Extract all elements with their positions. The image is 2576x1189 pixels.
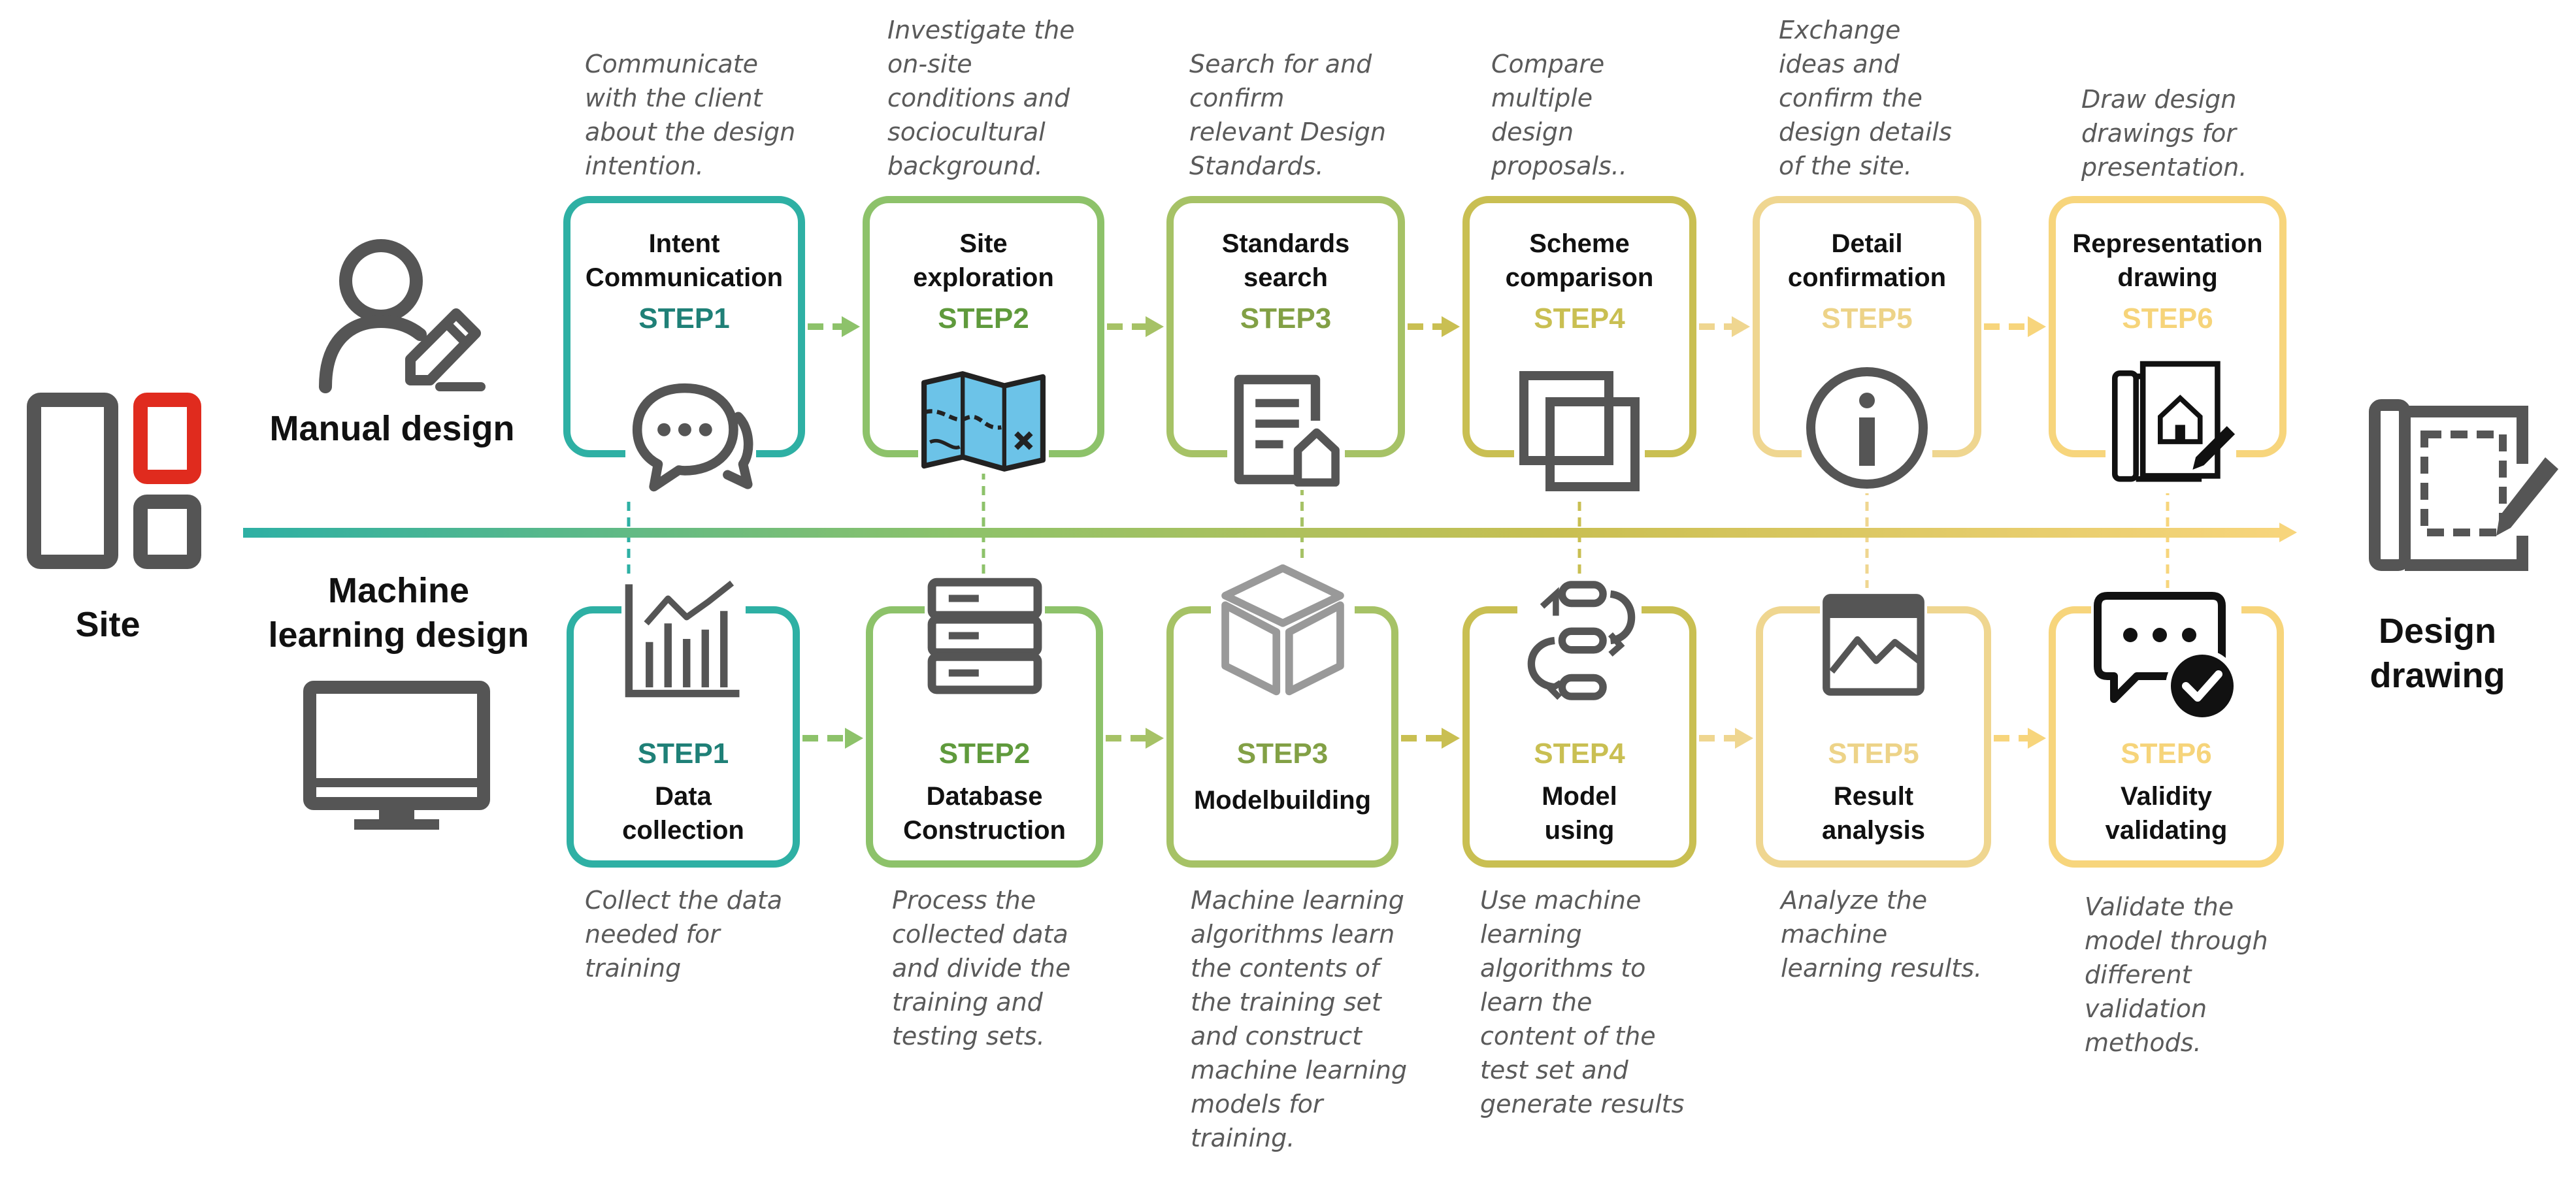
cube-icon bbox=[1210, 561, 1355, 701]
manual-step2-description: Investigate the on-site conditions and s… bbox=[887, 16, 1075, 180]
manual-step5-label: STEP5 bbox=[1821, 302, 1913, 334]
manual-design-label: Manual design bbox=[269, 409, 515, 448]
design-drawing-icon bbox=[2369, 399, 2558, 571]
ml-arrow-5-to-6 bbox=[1994, 728, 2046, 749]
manual-step6-description: Draw design drawings for presentation. bbox=[2081, 85, 2247, 182]
message-check-icon bbox=[2091, 588, 2241, 725]
ml-step4-description: Use machine learning algorithms to learn… bbox=[1480, 886, 1685, 1118]
ml-step6-title: Validity validating bbox=[2105, 782, 2228, 845]
timeline-axis bbox=[243, 528, 2281, 538]
manual-arrow-1-to-2 bbox=[808, 316, 860, 337]
manual-step3-description: Search for and confirm relevant Design S… bbox=[1189, 50, 1386, 180]
manual-step1-description: Communicate with the client about the de… bbox=[585, 50, 796, 180]
manual-step1-label: STEP1 bbox=[638, 302, 730, 334]
ml-step6-description: Validate the model through different val… bbox=[2085, 892, 2268, 1057]
monitor-icon bbox=[303, 681, 490, 830]
manual-step4-label: STEP4 bbox=[1534, 302, 1625, 334]
ml-arrow-1-to-2 bbox=[802, 728, 863, 749]
site-icon bbox=[27, 393, 201, 569]
ml-step2-description: Process the collected data and divide th… bbox=[892, 886, 1071, 1051]
manual-step4-title: Scheme comparison bbox=[1505, 229, 1654, 292]
ml-step3-title: Modelbuilding bbox=[1193, 786, 1372, 815]
horizontal-dashed-arrows bbox=[802, 316, 2046, 749]
ml-step6-card: Validity validating STEP6 bbox=[2049, 606, 2284, 868]
manual-step2-title: Site exploration bbox=[913, 229, 1054, 292]
ml-step2-label: STEP2 bbox=[938, 738, 1031, 770]
manual-step5-title: Detail confirmation bbox=[1787, 229, 1947, 292]
database-icon bbox=[924, 574, 1045, 699]
manual-step3-title: Standards search bbox=[1221, 229, 1350, 292]
manual-step3-label: STEP3 bbox=[1240, 302, 1332, 334]
ml-step3-description: Machine learning algorithms learn the co… bbox=[1191, 886, 1408, 1152]
ml-step2-card: Database Construction STEP2 bbox=[866, 606, 1103, 868]
ml-step5-description: Analyze the machine learning results. bbox=[1781, 886, 1982, 983]
manual-arrow-3-to-4 bbox=[1408, 316, 1460, 337]
ml-step1-label: STEP1 bbox=[637, 738, 729, 770]
line-chart-window-icon bbox=[1820, 591, 1927, 698]
manual-step6-label: STEP6 bbox=[2122, 302, 2213, 334]
manual-arrow-4-to-5 bbox=[1699, 316, 1750, 337]
ml-step5-label: STEP5 bbox=[1828, 738, 1919, 770]
ml-arrow-3-to-4 bbox=[1401, 728, 1460, 749]
ml-step2-title: Database Construction bbox=[903, 782, 1066, 845]
ml-step1-description: Collect the data needed for training bbox=[585, 886, 783, 983]
user-edit-icon bbox=[319, 239, 486, 393]
manual-step4-description: Compare multiple design proposals.. bbox=[1491, 50, 1627, 180]
timeline-arrowhead bbox=[2279, 523, 2297, 542]
manual-step1-title: Intent Communication bbox=[585, 229, 784, 292]
ml-arrow-2-to-3 bbox=[1106, 728, 1164, 749]
blueprint-pen-icon bbox=[2105, 353, 2236, 493]
document-search-icon bbox=[1227, 369, 1345, 490]
ml-arrow-4-to-5 bbox=[1699, 728, 1753, 749]
manual-step2-label: STEP2 bbox=[938, 302, 1029, 334]
ml-step3-label: STEP3 bbox=[1236, 738, 1329, 770]
ml-step5-title: Result analysis bbox=[1822, 782, 1925, 845]
manual-arrow-2-to-3 bbox=[1107, 316, 1164, 337]
chat-icon bbox=[625, 372, 756, 497]
workflow-icon bbox=[1517, 577, 1642, 704]
ml-step4-title: Model using bbox=[1542, 782, 1617, 845]
ml-step1-title: Data collection bbox=[622, 782, 744, 845]
ml-design-label: Machine learning design bbox=[268, 571, 529, 655]
design-drawing-label: Design drawing bbox=[2370, 611, 2505, 695]
manual-step6-title: Representation drawing bbox=[2072, 229, 2263, 292]
manual-step5-description: Exchange ideas and confirm the design de… bbox=[1779, 16, 1952, 180]
map-icon bbox=[918, 369, 1049, 474]
site-label: Site bbox=[75, 605, 140, 644]
compare-squares-icon bbox=[1514, 366, 1645, 497]
info-icon bbox=[1802, 363, 1932, 493]
bar-chart-icon bbox=[621, 574, 746, 704]
ml-step4-label: STEP4 bbox=[1534, 738, 1625, 770]
ml-step6-label: STEP6 bbox=[2121, 738, 2212, 770]
ml-step5-card: Result analysis STEP5 bbox=[1756, 606, 1991, 868]
manual-arrow-5-to-6 bbox=[1984, 316, 2046, 337]
